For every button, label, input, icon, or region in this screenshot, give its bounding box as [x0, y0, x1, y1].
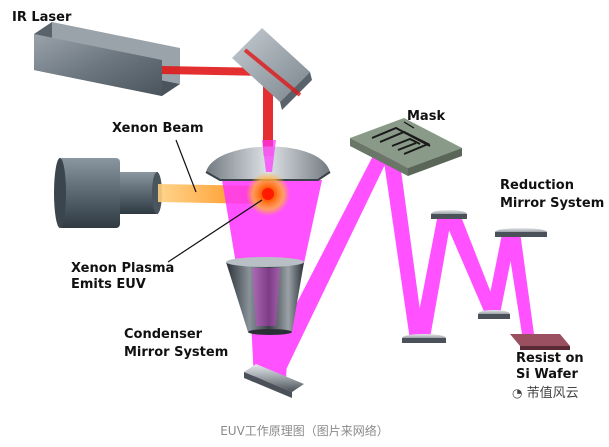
mask: [350, 118, 462, 176]
label-mask: Mask: [407, 109, 446, 124]
reduction-mirror-4: [478, 310, 510, 319]
xenon-nozzle: [54, 158, 162, 228]
label-resist-1: Resist on: [516, 351, 584, 366]
label-condenser-2: Mirror System: [124, 345, 229, 360]
figure-caption: EUV工作原理图（图片来网络）: [220, 424, 389, 438]
label-reduction-1: Reduction: [500, 178, 574, 193]
ir-laser-unit: [34, 22, 180, 96]
label-resist-2: Si Wafer: [516, 367, 578, 382]
label-xenon-plasma-1: Xenon Plasma: [71, 261, 175, 276]
plasma-core: [262, 188, 274, 200]
fold-mirror: [244, 364, 304, 398]
condenser-mirror: [226, 257, 304, 335]
reduction-mirror-2: [495, 228, 547, 237]
label-xenon-beam: Xenon Beam: [112, 121, 204, 136]
label-ir-laser: IR Laser: [12, 10, 72, 25]
watermark-text: 芾值风云: [526, 386, 579, 401]
label-xenon-plasma-2: Emits EUV: [71, 277, 146, 292]
watermark: ◔ 芾值风云: [512, 382, 579, 401]
label-condenser-1: Condenser: [124, 327, 203, 342]
leader-lines: [167, 121, 415, 263]
reduction-mirror-3: [402, 334, 446, 343]
si-wafer: [510, 334, 570, 350]
watermark-logo-icon: ◔: [512, 386, 523, 400]
label-reduction-2: Mirror System: [500, 196, 605, 211]
turning-mirror: [232, 28, 312, 110]
reduction-mirror-1: [431, 210, 467, 219]
